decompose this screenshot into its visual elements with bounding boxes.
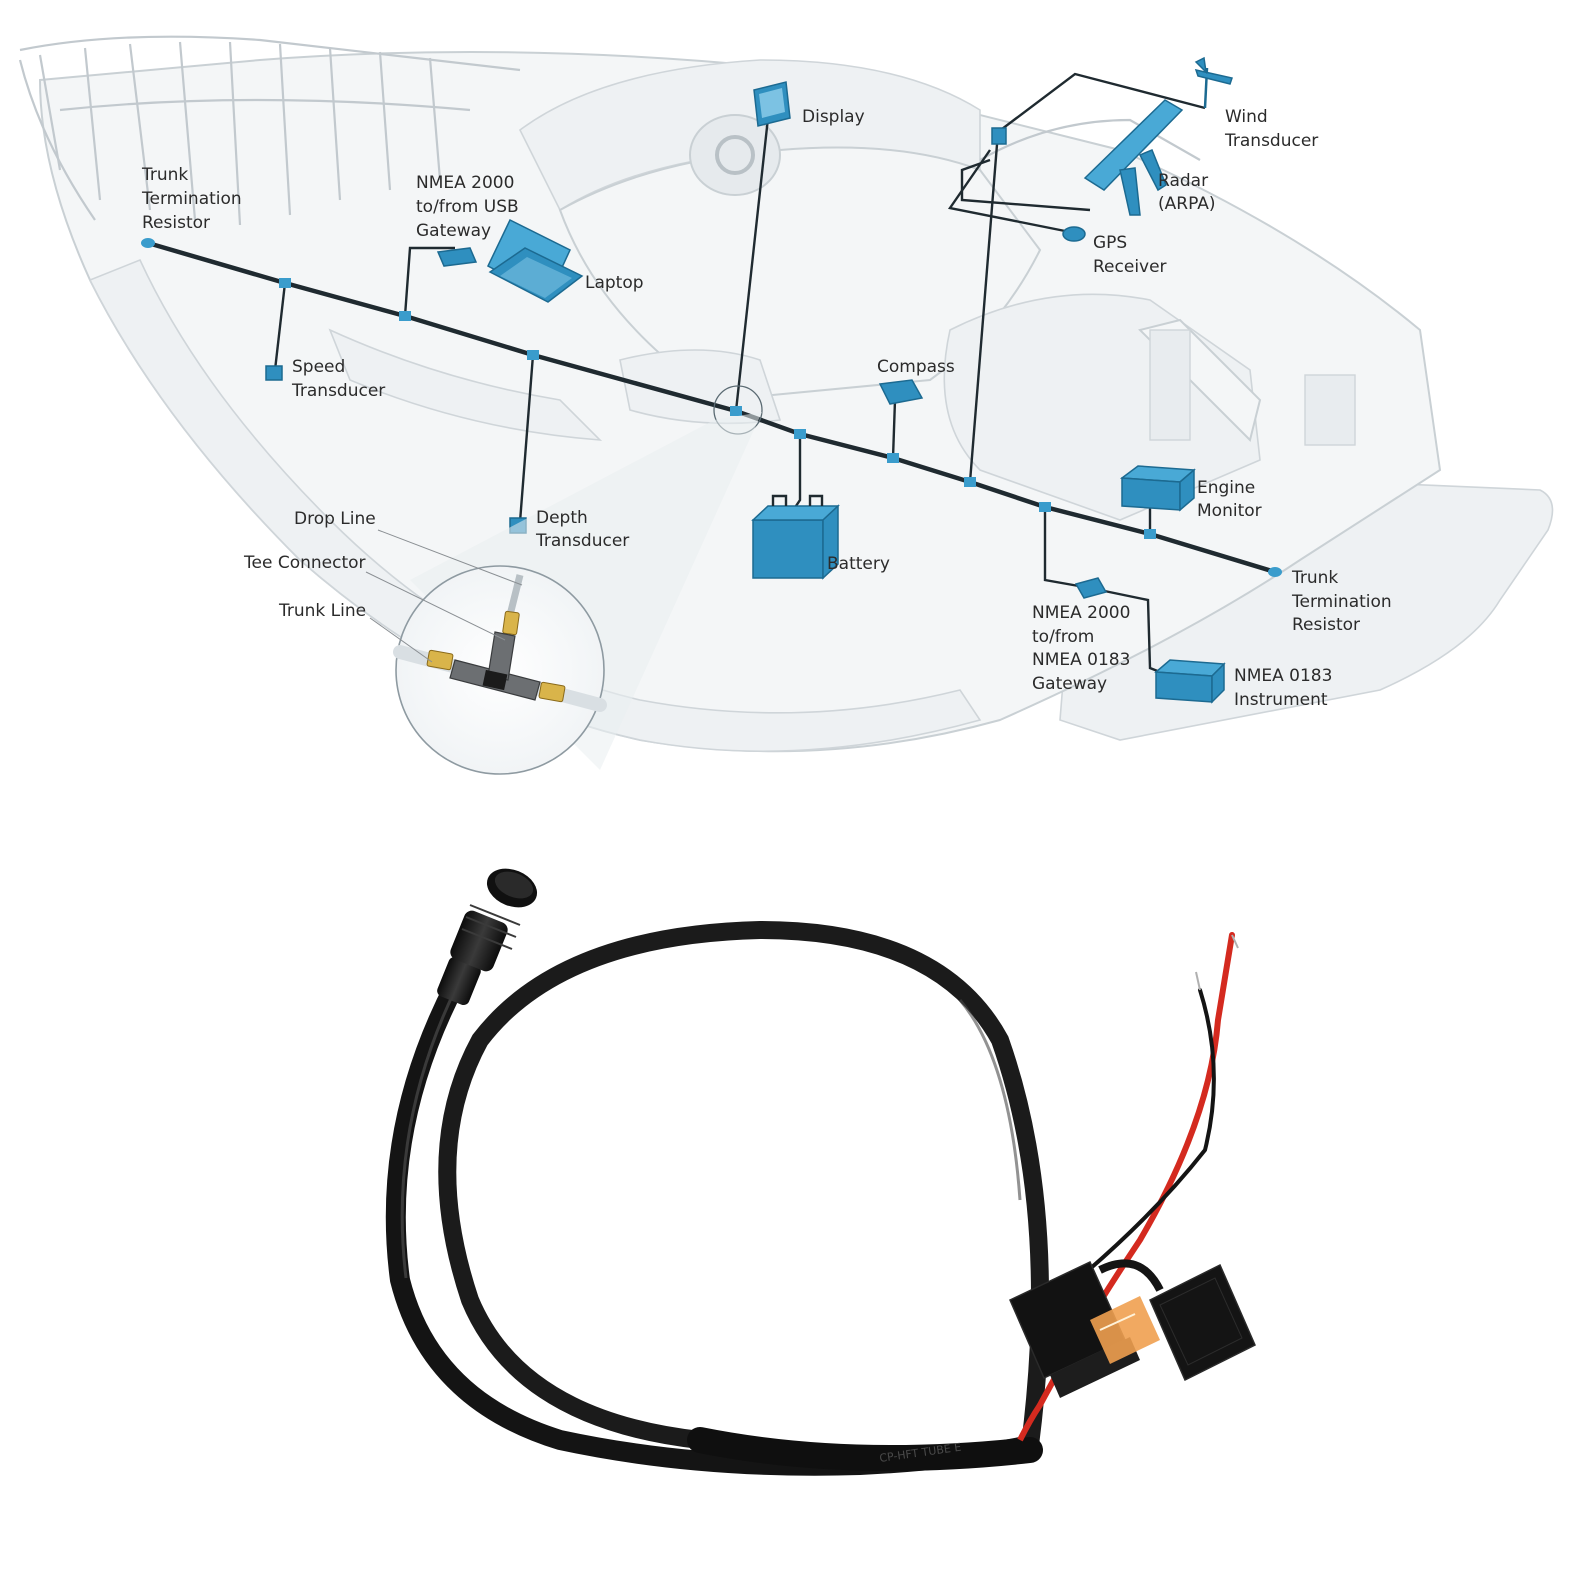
- label-battery: Battery: [827, 554, 890, 574]
- boat-illustration: [18, 35, 1554, 753]
- label-laptop: Laptop: [585, 273, 644, 293]
- tee-connector: [279, 278, 291, 288]
- trunk-termination-resistor-left: [141, 238, 155, 248]
- junction-box-icon: [991, 127, 1007, 145]
- label-display: Display: [802, 107, 865, 127]
- speed-transducer-icon: [265, 365, 283, 381]
- nmea0183-instrument-icon: [1154, 659, 1226, 704]
- tee-connector: [964, 477, 976, 487]
- black-wire: [1063, 988, 1216, 1292]
- label-radar: Radar (ARPA): [1158, 171, 1216, 214]
- radar-icon: [1083, 99, 1184, 216]
- tee-connector: [794, 429, 806, 439]
- trunk-termination-resistor-right: [1268, 567, 1282, 577]
- label-depth-transducer: Depth Transducer: [535, 508, 629, 551]
- label-nmea0183-gateway: NMEA 2000 to/from NMEA 0183 Gateway: [1032, 603, 1136, 694]
- label-usb-gateway: NMEA 2000 to/from USB Gateway: [416, 173, 524, 241]
- gps-receiver-icon: [1062, 226, 1086, 242]
- laptop-icon: [487, 218, 584, 303]
- fuse-holder: [1009, 1259, 1256, 1398]
- label-speed-transducer: Speed Transducer: [291, 357, 385, 401]
- engine-monitor-icon: [1119, 465, 1196, 512]
- label-drop-line: Drop Line: [294, 509, 376, 529]
- tee-connector-detail: [365, 412, 762, 775]
- wind-transducer-icon: [1194, 56, 1233, 109]
- battery-icon: [751, 494, 840, 580]
- black-cable: [385, 975, 1040, 1476]
- nmea0183-gateway-icon: [1074, 577, 1108, 599]
- label-compass: Compass: [877, 357, 955, 377]
- tee-connector: [527, 350, 539, 360]
- label-trunk-termination-right: Trunk Termination Resistor: [1291, 568, 1397, 635]
- diagram-labels: Trunk Termination Resistor NMEA 2000 to/…: [141, 107, 1397, 710]
- label-nmea0183-instrument: NMEA 0183 Instrument: [1234, 666, 1338, 710]
- label-trunk-line: Trunk Line: [278, 601, 366, 621]
- label-wind-transducer: Wind Transducer: [1224, 107, 1318, 151]
- power-cable-photo: CP-HFT TUBE E: [385, 868, 1256, 1476]
- usb-gateway-icon: [436, 247, 478, 267]
- tee-connector: [1144, 529, 1156, 539]
- tee-connector: [730, 406, 742, 416]
- compass-icon: [878, 379, 924, 405]
- label-engine-monitor: Engine Monitor: [1197, 478, 1262, 521]
- label-gps-receiver: GPS Receiver: [1093, 233, 1167, 277]
- tee-connector: [887, 453, 899, 463]
- tee-connector: [399, 311, 411, 321]
- fuse-icon: [1090, 1296, 1160, 1364]
- devices: [265, 56, 1233, 704]
- tee-connector: [1039, 502, 1051, 512]
- label-tee-connector: Tee Connector: [243, 553, 366, 573]
- nmea-network: [141, 72, 1282, 674]
- label-trunk-termination-left: Trunk Termination Resistor: [141, 165, 247, 233]
- display-icon: [753, 81, 791, 127]
- nmea-connector-plug: [437, 868, 538, 1006]
